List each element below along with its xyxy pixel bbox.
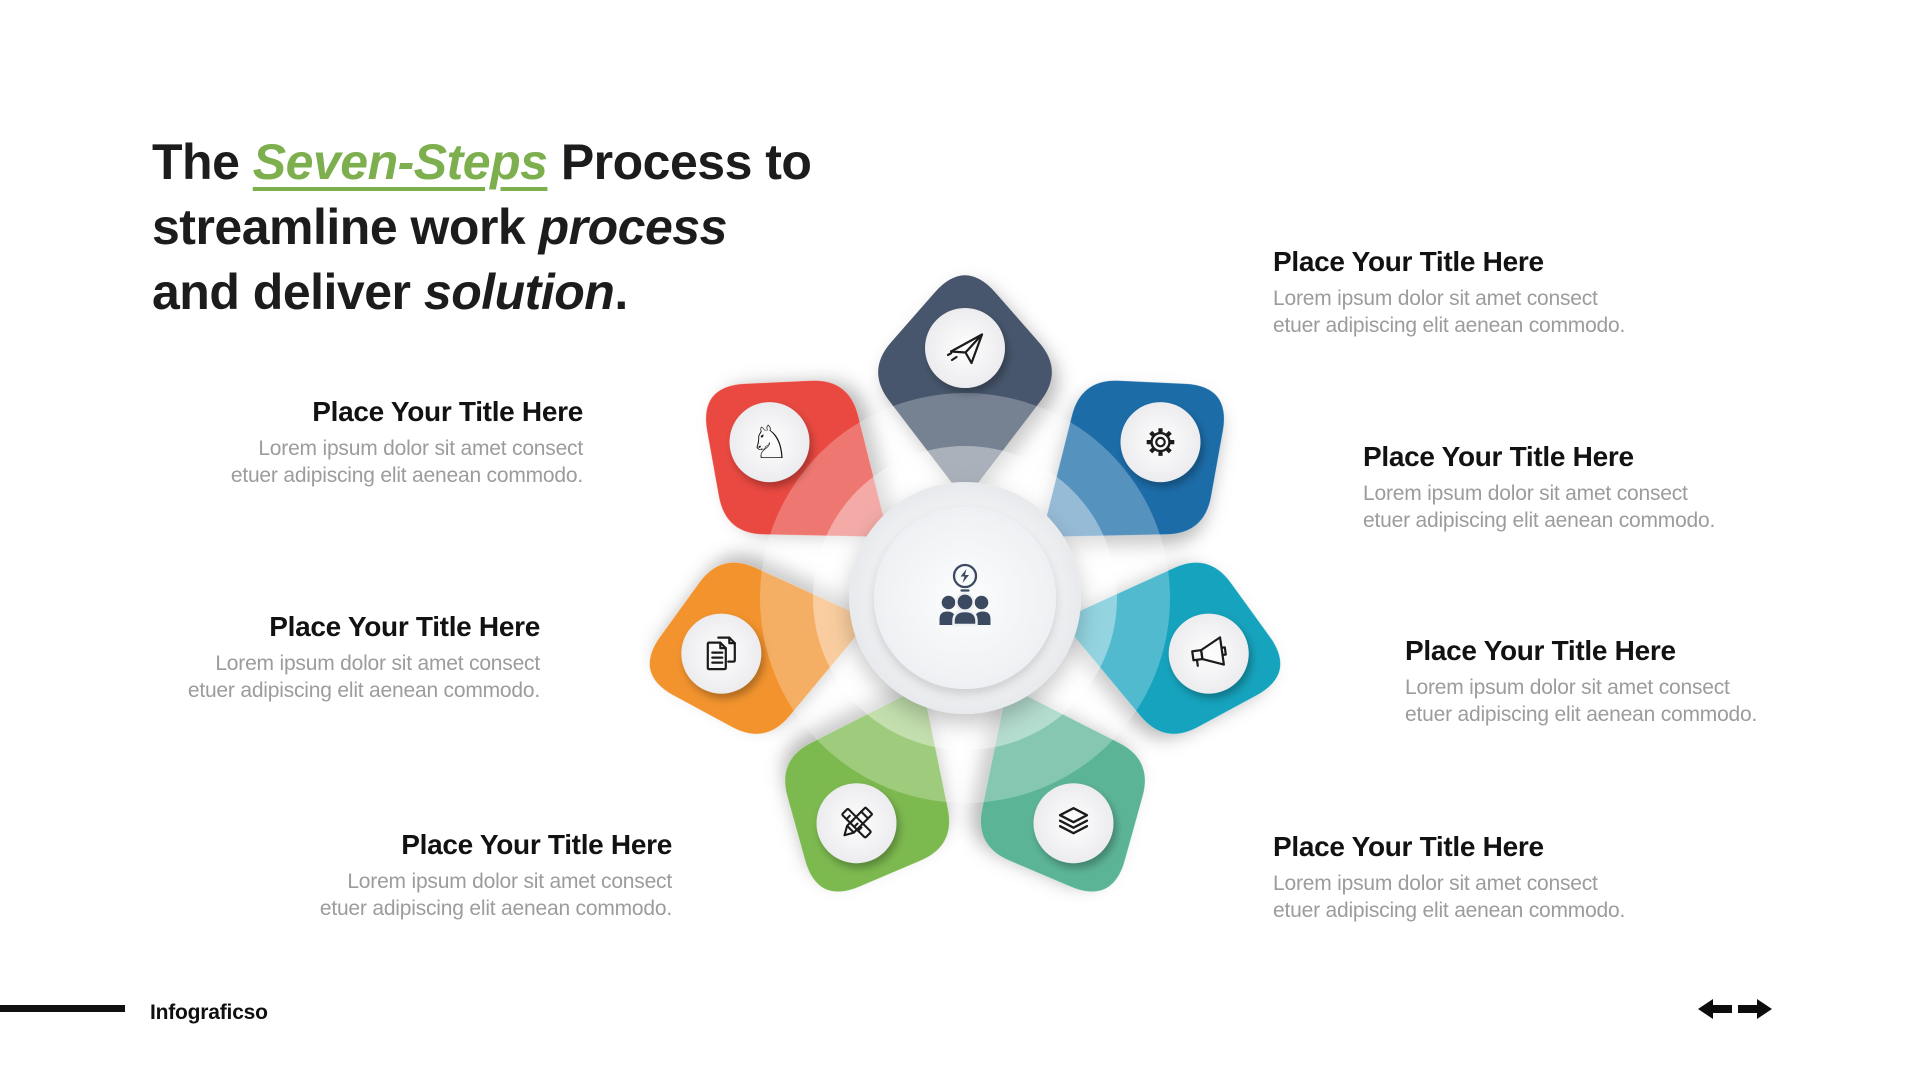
step-title: Place Your Title Here	[312, 396, 583, 427]
knight-icon: ♘	[749, 415, 790, 469]
step-body-line2: etuer adipiscing elit aenean commodo.	[1363, 509, 1716, 532]
step-body-line1: Lorem ipsum dolor sit amet consect	[215, 652, 540, 675]
step-body-line1: Lorem ipsum dolor sit amet consect	[1273, 287, 1598, 310]
seven-steps-flower-diagram: ♘	[631, 275, 1299, 927]
footer-accent-bar	[0, 1005, 125, 1012]
step-icon-badge-blue	[1120, 402, 1201, 483]
page-title: The Seven-Steps Process to streamline wo…	[152, 130, 872, 325]
step-block-seafoam: Place Your Title Here Lorem ipsum dolor …	[1273, 831, 1625, 924]
title-line3-end: .	[614, 263, 628, 320]
title-line2-italic: process	[538, 198, 728, 255]
step-body-line2: etuer adipiscing elit aenean commodo.	[187, 679, 540, 702]
paper-plane-icon	[946, 333, 984, 365]
title-line2-pre: streamline work	[152, 198, 539, 255]
step-title: Place Your Title Here	[1273, 246, 1544, 277]
step-body: Lorem ipsum dolor sit amet consect etuer…	[320, 868, 672, 922]
step-block-navy: Place Your Title Here Lorem ipsum dolor …	[1273, 246, 1625, 339]
step-block-red: Place Your Title Here Lorem ipsum dolor …	[231, 396, 583, 489]
step-body: Lorem ipsum dolor sit amet consect etuer…	[1273, 285, 1625, 339]
step-body-line1: Lorem ipsum dolor sit amet consect	[1363, 482, 1688, 505]
step-body: Lorem ipsum dolor sit amet consect etuer…	[1363, 480, 1715, 534]
step-body-line1: Lorem ipsum dolor sit amet consect	[347, 870, 672, 893]
step-body: Lorem ipsum dolor sit amet consect etuer…	[1273, 870, 1625, 924]
documents-icon	[706, 636, 736, 671]
next-arrow-icon[interactable]	[1738, 999, 1772, 1019]
step-body-line2: etuer adipiscing elit aenean commodo.	[1273, 314, 1626, 337]
title-line1-post: Process to	[547, 133, 812, 190]
step-icon-badge-seafoam	[1033, 783, 1114, 864]
step-icon-badge-navy	[925, 308, 1005, 388]
step-body: Lorem ipsum dolor sit amet consect etuer…	[188, 650, 540, 704]
step-block-orange: Place Your Title Here Lorem ipsum dolor …	[188, 611, 540, 704]
step-body-line1: Lorem ipsum dolor sit amet consect	[258, 437, 583, 460]
step-title: Place Your Title Here	[1273, 831, 1544, 862]
title-line3-pre: and deliver	[152, 263, 424, 320]
step-body-line2: etuer adipiscing elit aenean commodo.	[319, 897, 672, 920]
step-icon-badge-orange	[681, 613, 762, 694]
team-idea-icon	[939, 563, 991, 627]
pencil-ruler-icon	[841, 806, 873, 839]
slide-navigation	[1698, 999, 1772, 1019]
title-line1-pre: The	[152, 133, 253, 190]
step-title: Place Your Title Here	[1363, 441, 1634, 472]
step-block-green: Place Your Title Here Lorem ipsum dolor …	[320, 829, 672, 922]
step-title: Place Your Title Here	[269, 611, 540, 642]
step-block-teal: Place Your Title Here Lorem ipsum dolor …	[1405, 635, 1757, 728]
step-body-line1: Lorem ipsum dolor sit amet consect	[1273, 872, 1598, 895]
gear-icon	[1146, 428, 1175, 456]
layers-icon	[1058, 807, 1089, 835]
step-icon-badge-green	[816, 783, 897, 864]
step-body-line2: etuer adipiscing elit aenean commodo.	[230, 464, 583, 487]
megaphone-icon	[1191, 636, 1227, 667]
title-highlight: Seven-Steps	[252, 133, 548, 190]
step-body-line2: etuer adipiscing elit aenean commodo.	[1405, 703, 1758, 726]
step-body: Lorem ipsum dolor sit amet consect etuer…	[1405, 674, 1757, 728]
brand-name: Infograficso	[150, 1001, 268, 1024]
step-title: Place Your Title Here	[1405, 635, 1676, 666]
step-icon-badge-teal	[1168, 613, 1249, 694]
step-icon-badge-red: ♘	[729, 402, 810, 483]
step-title: Place Your Title Here	[401, 829, 672, 860]
step-body: Lorem ipsum dolor sit amet consect etuer…	[231, 435, 583, 489]
step-block-blue: Place Your Title Here Lorem ipsum dolor …	[1363, 441, 1715, 534]
title-line3-italic: solution	[423, 263, 615, 320]
step-body-line2: etuer adipiscing elit aenean commodo.	[1273, 899, 1626, 922]
previous-arrow-icon[interactable]	[1698, 999, 1732, 1019]
step-body-line1: Lorem ipsum dolor sit amet consect	[1405, 676, 1730, 699]
